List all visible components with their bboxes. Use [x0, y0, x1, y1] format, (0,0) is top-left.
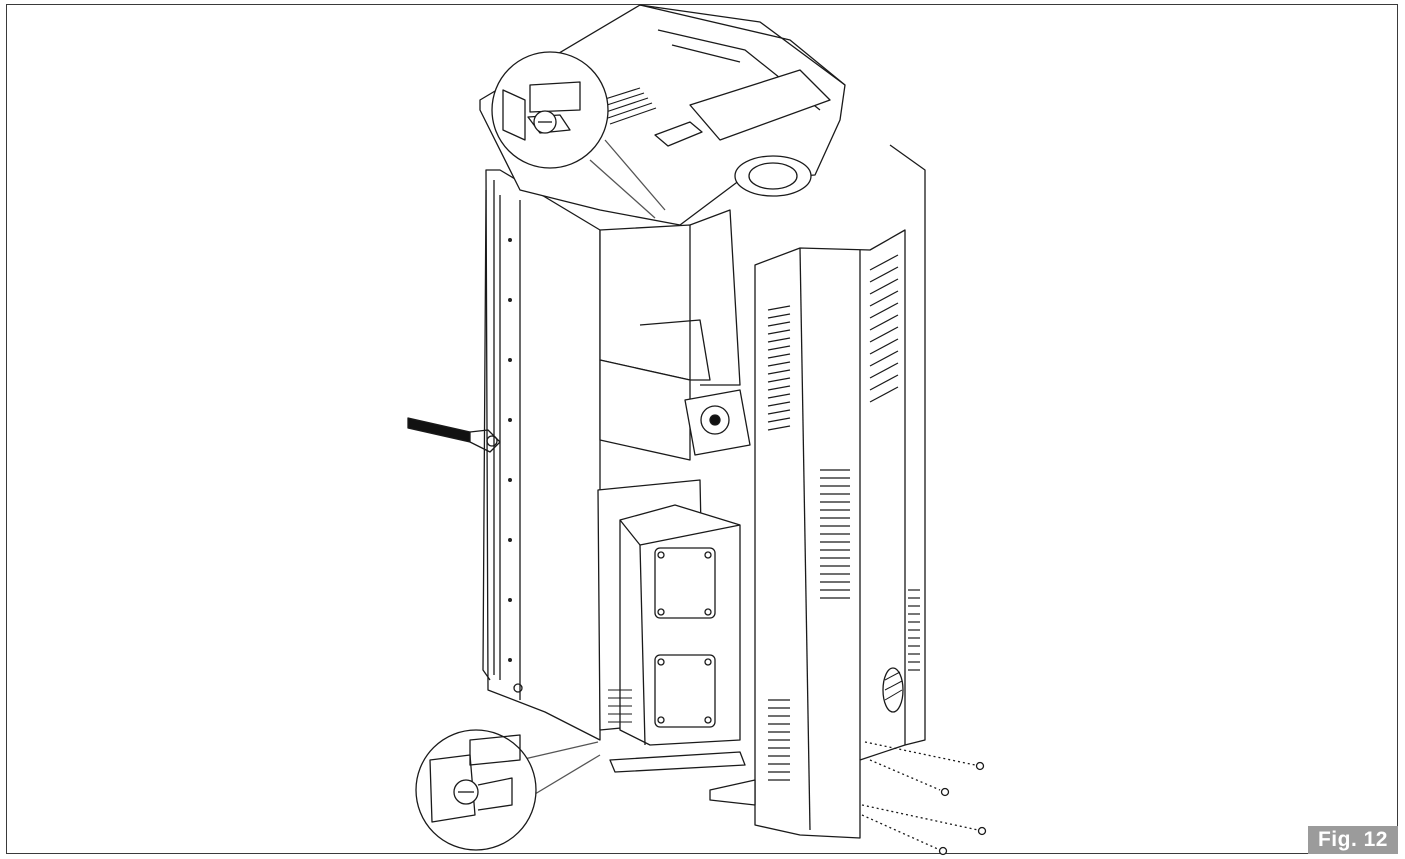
stove-body-left	[482, 169, 601, 741]
front-combustion-box	[608, 504, 746, 773]
door-handle	[407, 417, 501, 453]
figure-frame	[6, 4, 1398, 854]
side-cover-panel	[709, 144, 926, 839]
callout-top-bolt	[491, 51, 666, 219]
figure-label: Fig. 12	[1307, 826, 1398, 854]
screws	[861, 741, 987, 856]
callout-bottom-bolt	[415, 729, 601, 851]
